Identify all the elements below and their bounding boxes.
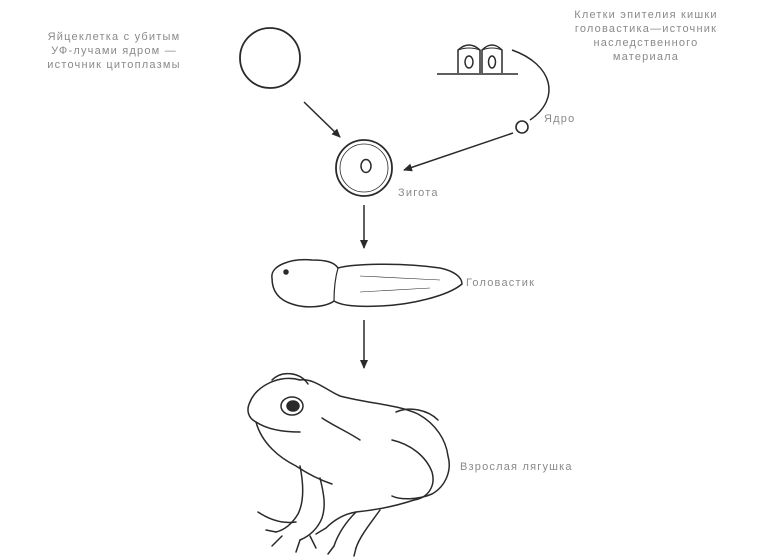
egg-cell (240, 28, 300, 88)
epithelium-cells-label: Клетки эпителия кишки головастика—источн… (530, 8, 762, 64)
nucleus (516, 121, 528, 133)
arrow-egg-to-zygote (304, 102, 340, 137)
tadpole (272, 260, 462, 307)
zygote-label: Зигота (398, 186, 439, 200)
tadpole-label: Головастик (466, 276, 535, 290)
egg-cell-label: Яйцеклетка с убитым УФ-лучами ядром — ис… (0, 30, 228, 72)
adult-frog-label: Взрослая лягушка (460, 460, 573, 474)
adult-frog (248, 374, 449, 556)
zygote (336, 140, 392, 196)
epithelium-cells (437, 45, 518, 74)
arrow-nucleus-to-zygote (404, 133, 513, 170)
nucleus-label: Ядро (544, 112, 575, 126)
